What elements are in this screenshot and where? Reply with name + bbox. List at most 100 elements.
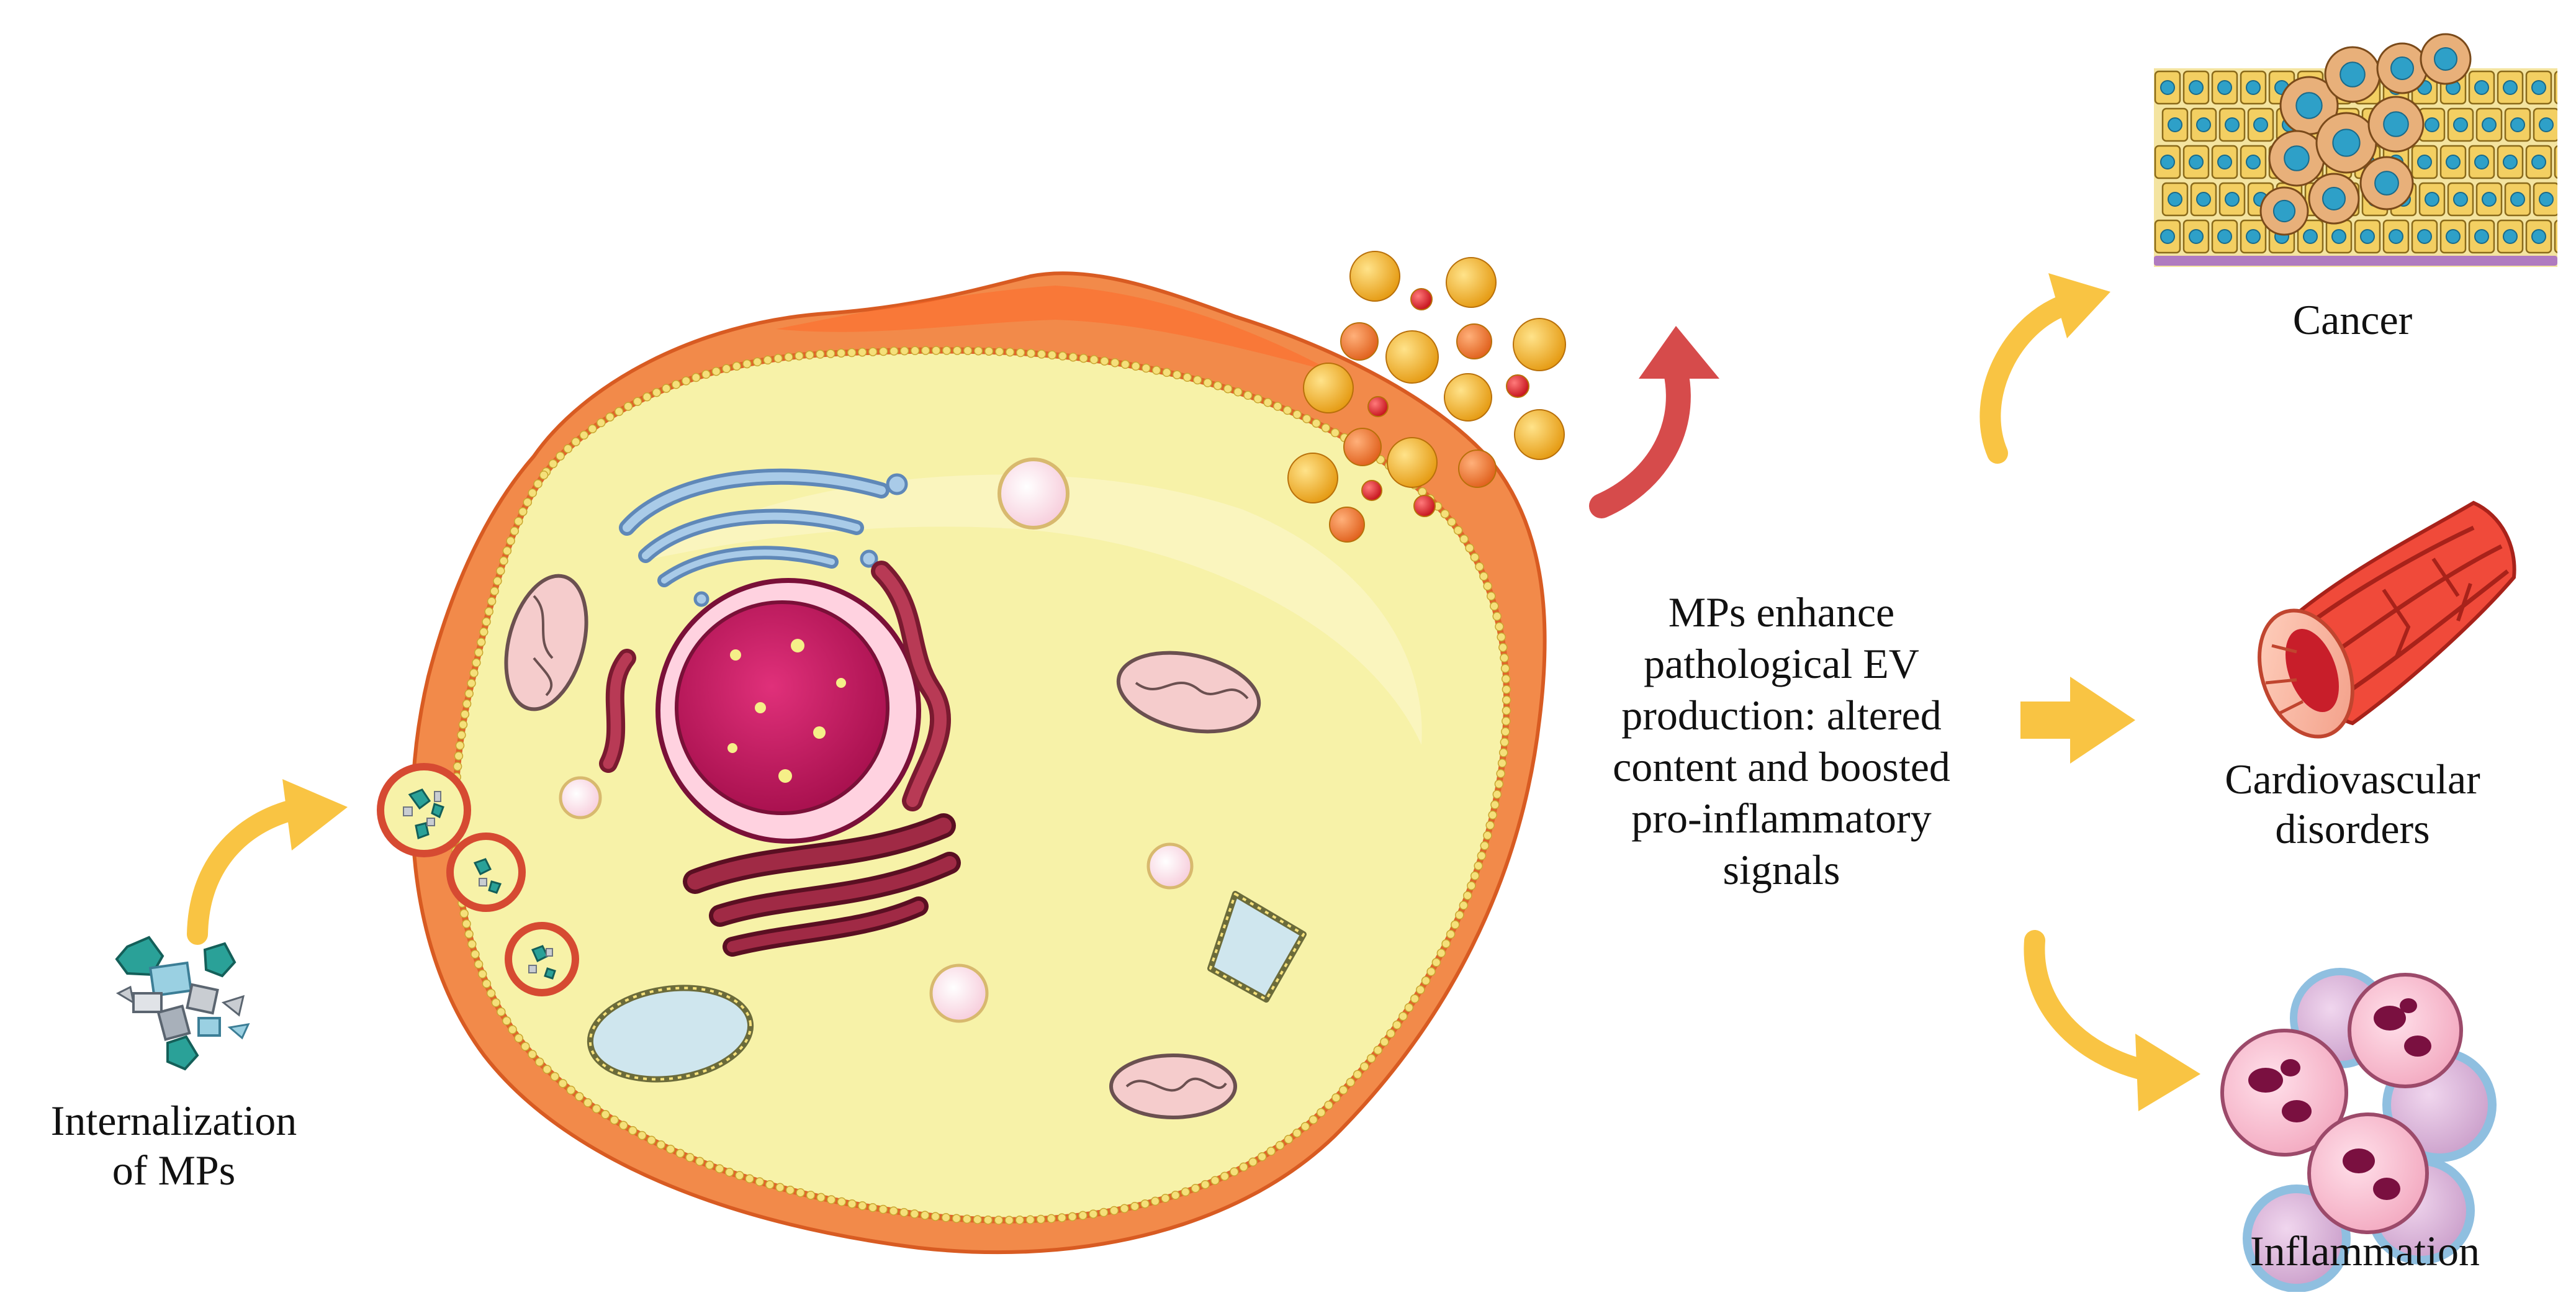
extracellular-vesicle [1367, 396, 1389, 417]
membrane-dot [1465, 543, 1474, 553]
membrane-dot [1292, 1128, 1302, 1138]
membrane-dot [1120, 359, 1130, 369]
immune-cells-icon [2220, 968, 2497, 1293]
membrane-dot [1213, 381, 1223, 390]
membrane-dot [1488, 810, 1497, 820]
membrane-dot [656, 1140, 666, 1150]
membrane-dot [1109, 1206, 1119, 1216]
membrane-dot [826, 1195, 836, 1204]
membrane-dot [1257, 1152, 1267, 1162]
membrane-dot [619, 1121, 628, 1130]
membrane-dot [1130, 1201, 1140, 1211]
membrane-dot [681, 376, 691, 386]
cell-nucleus [2168, 192, 2182, 207]
membrane-dot [534, 1057, 544, 1067]
membrane-dot [1089, 1209, 1098, 1219]
tumor-nucleus [2322, 187, 2346, 210]
membrane-dot [647, 1135, 656, 1145]
membrane-dot [482, 979, 492, 988]
cell-nucleus [2453, 192, 2468, 207]
membrane-dot [994, 1216, 1004, 1225]
membrane-dot [502, 546, 512, 556]
membrane-dot [493, 576, 502, 586]
membrane-dot [1373, 1045, 1383, 1055]
membrane-dot [575, 1092, 584, 1101]
label-ev-line-1: MPs enhance [1668, 589, 1895, 636]
membrane-dot [514, 1034, 523, 1043]
membrane-dot [1243, 390, 1253, 400]
cell-cytoplasm-highlight [652, 474, 1422, 745]
membrane-dot [1502, 695, 1511, 705]
membrane-dot [705, 1160, 714, 1170]
membrane-dot [1416, 985, 1425, 995]
membrane-dot [1404, 1003, 1414, 1013]
membrane-dot [548, 459, 558, 469]
cell-nucleus [2474, 155, 2489, 169]
cell-nucleus [2417, 229, 2432, 244]
membrane-dot [1300, 1122, 1310, 1131]
membrane-dot [652, 387, 662, 397]
membrane-dot [476, 638, 486, 647]
membrane-dot [724, 1167, 734, 1177]
extracellular-vesicle [1349, 251, 1400, 302]
membrane-dot [785, 1185, 795, 1195]
membrane-dot [558, 1078, 567, 1088]
membrane-dot [464, 688, 474, 698]
epithelial-cell [2554, 145, 2557, 179]
tumor-nucleus [2295, 92, 2323, 119]
membrane-dot [597, 418, 606, 428]
cell-nucleus [2474, 229, 2489, 244]
cell-nucleus [2560, 81, 2574, 94]
cell-nucleus [2246, 155, 2261, 169]
membrane-dot [1239, 1162, 1248, 1172]
membrane-dot [556, 451, 565, 461]
arrow-ev-release-head [1639, 326, 1719, 379]
membrane-dot [1386, 1029, 1395, 1039]
cell-nucleus [2482, 117, 2497, 132]
membrane-dot [1263, 398, 1272, 407]
membrane-dot [1151, 366, 1161, 375]
cell-nucleus [2196, 117, 2211, 132]
membrane-dot [962, 1214, 972, 1224]
membrane-dot [784, 352, 793, 362]
membrane-dot [623, 402, 633, 411]
membrane-dot [454, 751, 464, 760]
membrane-dot [1480, 841, 1490, 851]
membrane-dot [510, 526, 520, 536]
cell-nucleus [2482, 192, 2497, 207]
membrane-dot [1501, 674, 1511, 684]
membrane-dot [1453, 526, 1463, 535]
membrane-dot [1058, 351, 1068, 361]
membrane-dot [506, 536, 515, 546]
membrane-dot [910, 1209, 919, 1219]
membrane-dot [1497, 759, 1507, 768]
membrane-dot [763, 355, 773, 365]
membrane-dot [889, 1206, 898, 1216]
membrane-dot [1490, 602, 1499, 611]
membrane-dot [899, 1207, 909, 1217]
cell-nucleus [2568, 192, 2576, 206]
extracellular-vesicles [1287, 251, 1566, 543]
label-inflammation-line-1: Inflammation [2249, 1227, 2480, 1275]
arrow-to-cardio-head [2070, 677, 2135, 764]
membrane-dot [499, 556, 508, 566]
membrane-dot [1078, 1211, 1088, 1221]
membrane-dot [745, 1174, 754, 1183]
membrane-dot [571, 437, 580, 446]
cell-nucleus [2217, 155, 2232, 169]
membrane-dot [1500, 738, 1510, 747]
cell-nucleus [2503, 80, 2518, 95]
membrane-dot [1470, 871, 1480, 880]
membrane-dot [671, 380, 681, 389]
membrane-dot [765, 1180, 775, 1189]
extracellular-vesicle [1329, 507, 1365, 543]
membrane-dot [1005, 347, 1015, 357]
membrane-dot [1275, 1140, 1285, 1150]
membrane-dot [1037, 350, 1047, 359]
membrane-dot [920, 1211, 930, 1220]
membrane-dot [1312, 418, 1321, 428]
epithelial-cell [2554, 71, 2557, 104]
membrane-dot [931, 346, 941, 355]
